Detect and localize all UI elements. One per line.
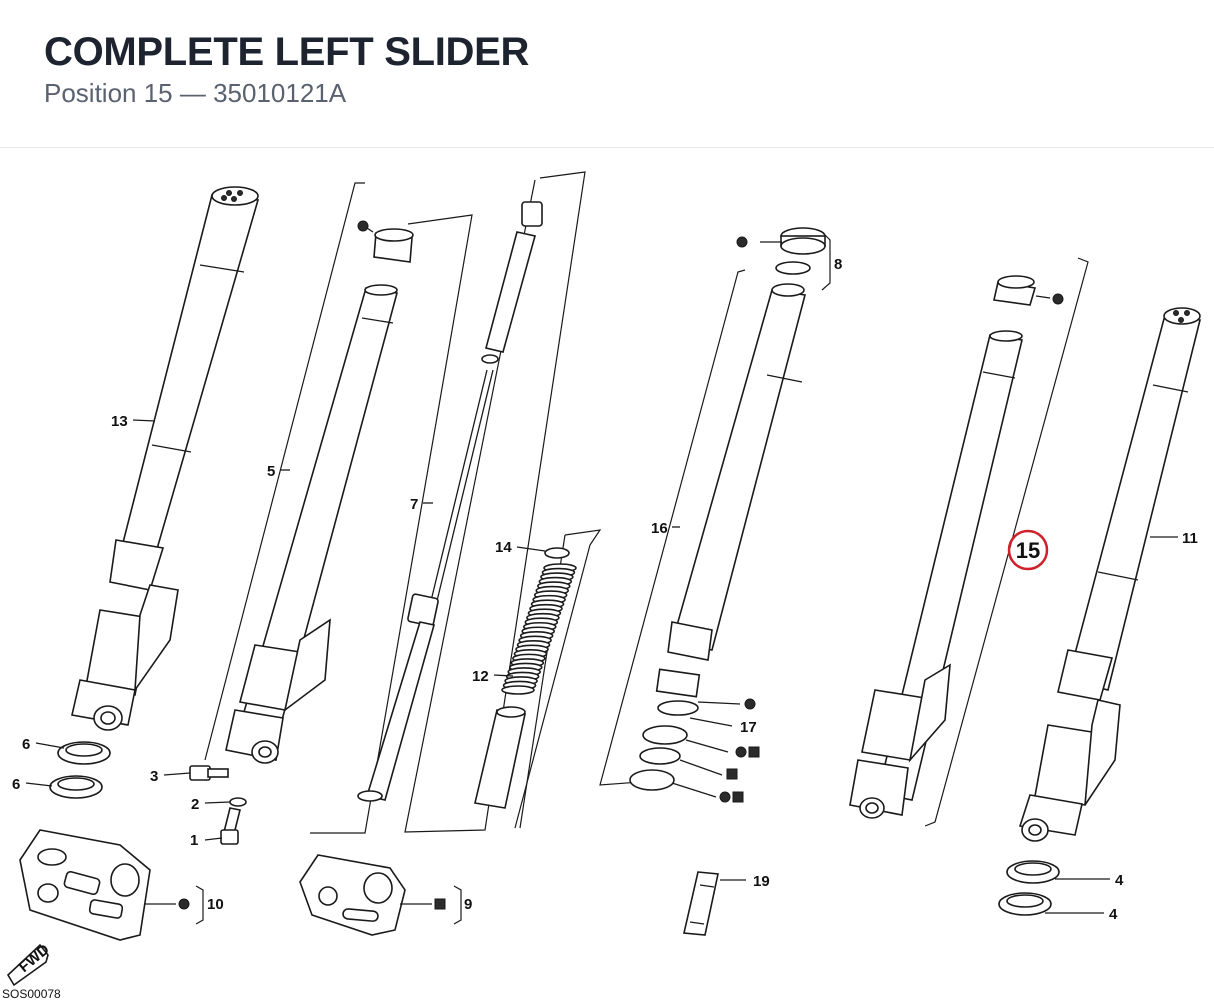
callout-4a: 4 xyxy=(1115,872,1124,889)
adhesive-strip-19[interactable] xyxy=(683,871,719,936)
callout-11: 11 xyxy=(1182,530,1198,547)
fwd-arrow-badge: FWD xyxy=(6,941,53,987)
clamp-4a[interactable] xyxy=(1006,860,1060,884)
callout-10: 10 xyxy=(207,896,224,913)
page-title: COMPLETE LEFT SLIDER xyxy=(44,30,530,74)
callout-6b: 6 xyxy=(12,776,20,793)
callout-7: 7 xyxy=(410,496,418,513)
leader-lines xyxy=(25,227,1178,914)
callout-14: 14 xyxy=(495,539,512,556)
bolt-3[interactable] xyxy=(189,765,229,781)
kit-10[interactable] xyxy=(19,829,204,941)
highlight-callout-15[interactable]: 15 xyxy=(1007,529,1049,571)
callout-8: 8 xyxy=(834,256,842,273)
spring-coil[interactable] xyxy=(501,563,577,695)
clamp-6b[interactable] xyxy=(49,775,103,799)
callout-6a: 6 xyxy=(22,736,30,753)
slider-15[interactable] xyxy=(849,257,1089,827)
screw-1[interactable] xyxy=(220,807,241,845)
key-markers xyxy=(178,220,1064,910)
slider-group-5[interactable] xyxy=(204,182,473,834)
clamp-4b[interactable] xyxy=(998,892,1052,916)
callout-labels: 13 5 7 14 12 16 8 11 17 6 6 3 2 1 4 4 19… xyxy=(12,256,1198,923)
diagram-code: SOS00078 xyxy=(2,987,61,1001)
callout-13: 13 xyxy=(111,413,128,430)
spacer-tube[interactable] xyxy=(474,706,526,809)
callout-4b: 4 xyxy=(1109,906,1118,923)
callout-3: 3 xyxy=(150,768,158,785)
callout-12: 12 xyxy=(472,668,489,685)
damper-rod-7[interactable] xyxy=(357,171,586,833)
cap-8[interactable] xyxy=(775,227,831,291)
spring-coil-turn xyxy=(501,685,535,695)
highlight-label: 15 xyxy=(1016,538,1040,563)
callout-1: 1 xyxy=(190,832,198,849)
page-header: COMPLETE LEFT SLIDER Position 15 — 35010… xyxy=(0,0,1214,148)
washer-2[interactable] xyxy=(229,797,247,807)
page-subtitle: Position 15 — 35010121A xyxy=(44,78,347,108)
callout-17: 17 xyxy=(740,719,757,736)
fork-leg-11[interactable] xyxy=(1018,307,1201,842)
fork-leg-13[interactable] xyxy=(71,186,260,731)
callout-16: 16 xyxy=(651,520,668,537)
callout-2: 2 xyxy=(191,796,199,813)
callout-9: 9 xyxy=(464,896,472,913)
clamp-6a[interactable] xyxy=(57,741,111,765)
callout-5: 5 xyxy=(267,463,275,480)
bush-17[interactable] xyxy=(629,668,701,791)
callout-19: 19 xyxy=(753,873,770,890)
fork-tube-16[interactable] xyxy=(599,269,806,786)
kit-9[interactable] xyxy=(299,854,462,936)
